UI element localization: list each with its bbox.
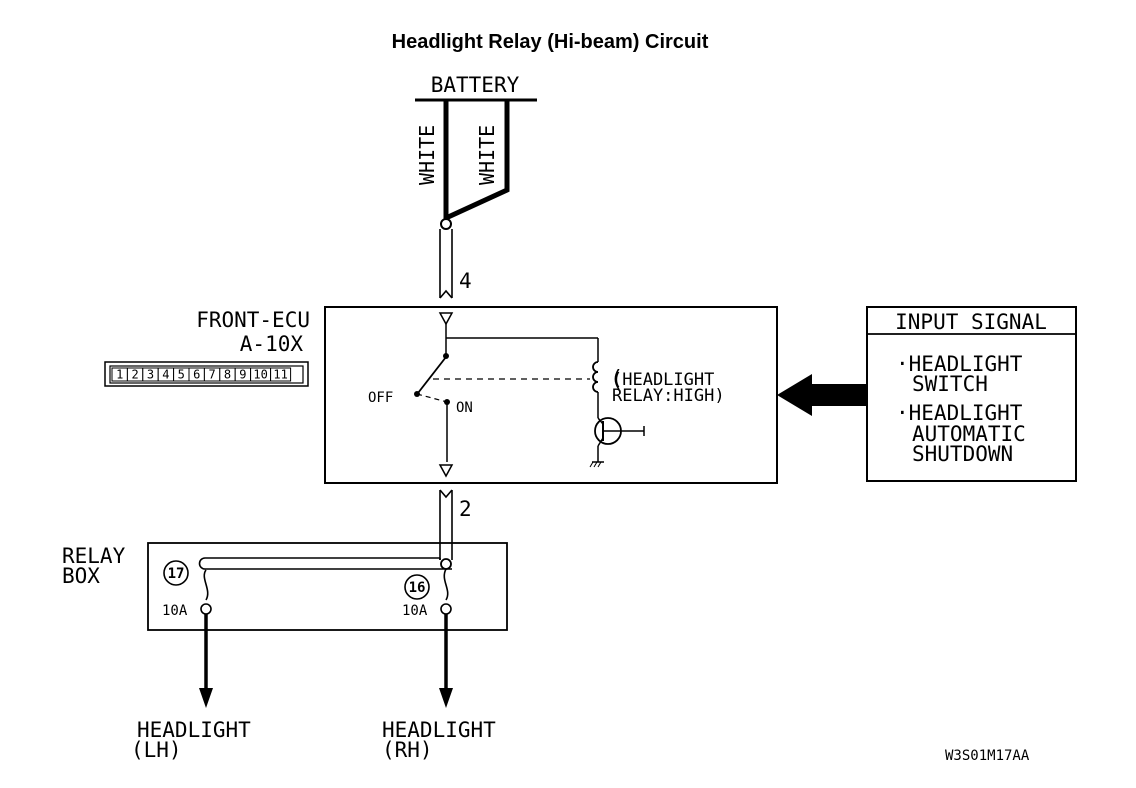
output-arrow-lh	[199, 688, 213, 708]
connector-pin-number: 3	[147, 368, 154, 382]
harness-top-tip	[439, 289, 453, 299]
relay-coil	[592, 361, 599, 393]
connector-pin-number: 8	[224, 368, 231, 382]
headlight-rh-label-2: (RH)	[382, 738, 433, 762]
input-item-headlight-switch-1: ·HEADLIGHT	[896, 352, 1023, 376]
connector-pin-number: 9	[239, 368, 246, 382]
relay-box-label-2: BOX	[62, 564, 100, 588]
fuse-16-marker	[404, 574, 430, 600]
battery-label: BATTERY	[431, 73, 520, 97]
fuse-17-rating: 10A	[162, 603, 188, 619]
connector-pin-number: 7	[208, 368, 215, 382]
pin-number-4: 4	[459, 269, 472, 293]
connector-pin-number: 1	[116, 368, 123, 382]
fuse-16-rating: 10A	[402, 603, 428, 619]
ecu-connector-label: A-10X	[240, 332, 304, 356]
connector-pin-number: 10	[253, 368, 267, 382]
relay-box	[147, 542, 508, 631]
relay-label-line1: (HEADLIGHT	[612, 370, 714, 390]
battery-wire-left-label: WHITE	[415, 125, 439, 185]
input-item-shutdown-2: AUTOMATIC	[912, 422, 1026, 446]
headlight-lh-label-1: HEADLIGHT	[137, 718, 251, 742]
relay-label-bracket-left: (	[610, 367, 623, 392]
diagram-title: Headlight Relay (Hi-beam) Circuit	[392, 31, 709, 53]
harness-bottom: 2	[439, 489, 472, 560]
output-arrow-rh	[439, 688, 453, 708]
battery-wire-right	[444, 100, 510, 221]
pin-number-2: 2	[459, 497, 472, 521]
relay-box-label-1: RELAY	[62, 544, 126, 568]
fuse-16	[443, 568, 449, 601]
fuse-17	[203, 569, 209, 601]
connector-pin-number: 5	[178, 368, 185, 382]
front-ecu-label: FRONT-ECU	[196, 308, 310, 332]
outputs-section: HEADLIGHT (LH) HEADLIGHT (RH)	[131, 614, 496, 762]
splice-point	[440, 218, 452, 230]
relay-label-line2: RELAY:HIGH)	[612, 386, 725, 406]
input-signal-arrow	[777, 374, 867, 416]
input-item-shutdown-1: ·HEADLIGHT	[896, 401, 1023, 425]
switch-on-label: ON	[456, 400, 473, 416]
fuse-16-number: 16	[409, 580, 426, 596]
fuse-17-number: 17	[168, 566, 185, 582]
connector-pin-number: 4	[162, 368, 169, 382]
relay-box-section: RELAY BOX 17 10A 16 10A	[62, 542, 508, 631]
driver-transistor	[589, 417, 645, 468]
fuse-17-marker	[163, 560, 189, 586]
switch-off-label: OFF	[368, 390, 393, 406]
connector-pin-number: 2	[131, 368, 138, 382]
connector-pin-number: 11	[273, 368, 287, 382]
battery-wire-right-label: WHITE	[475, 125, 499, 185]
ecu-terminal-top	[438, 312, 454, 326]
headlight-lh-label-2: (LH)	[131, 738, 182, 762]
battery-section: BATTERY WHITE WHITE 4	[415, 73, 537, 299]
input-item-headlight-switch-2: SWITCH	[912, 372, 988, 396]
connector-pin-cell	[270, 367, 292, 382]
input-signal-section: INPUT SIGNAL ·HEADLIGHT SWITCH ·HEADLIGH…	[777, 306, 1077, 482]
figure-code: W3S01M17AA	[945, 748, 1030, 764]
relay-switch-blade	[417, 356, 447, 394]
input-item-shutdown-3: SHUTDOWN	[912, 442, 1013, 466]
ecu-terminal-bottom	[438, 464, 454, 478]
input-signal-header: INPUT SIGNAL	[895, 310, 1047, 334]
headlight-rh-label-1: HEADLIGHT	[382, 718, 496, 742]
connector-pin-number: 6	[193, 368, 200, 382]
